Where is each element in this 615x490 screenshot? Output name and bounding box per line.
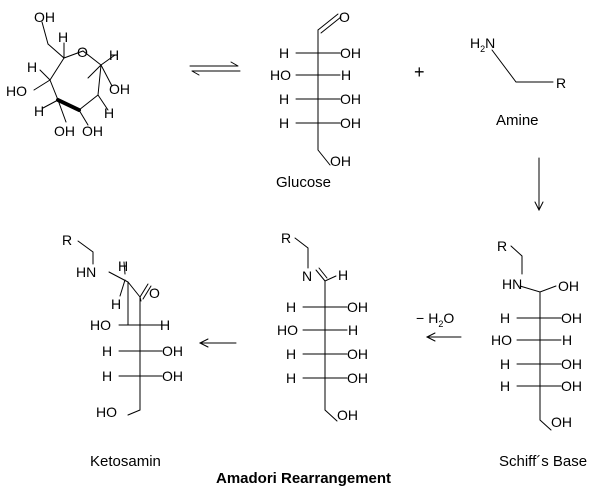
ketosamin: R HN H H O HO H H OH H OH HO Ketosamin bbox=[62, 232, 183, 470]
imine-h-c4: H bbox=[286, 346, 296, 362]
keto-oh-c4: OH bbox=[162, 343, 183, 359]
imine-nitrogen: N bbox=[302, 268, 312, 284]
keto-h-c5: H bbox=[102, 368, 112, 384]
ring-oh-c1: OH bbox=[109, 81, 130, 97]
glucose-caption: Glucose bbox=[276, 174, 331, 191]
ring-ho-c4: HO bbox=[6, 83, 27, 99]
schiff-oh-c1: OH bbox=[558, 278, 579, 294]
imine-h-c3: H bbox=[348, 322, 358, 338]
imine-h-c2: H bbox=[286, 299, 296, 315]
keto-h-c3: H bbox=[160, 317, 170, 333]
glucose-h-c2: H bbox=[279, 45, 289, 61]
ring-oh-c3: OH bbox=[54, 123, 75, 139]
imine: R N H H OH HO H H OH H OH OH bbox=[277, 230, 368, 423]
imine-h-c1: H bbox=[338, 267, 348, 283]
keto-r-group: R bbox=[62, 232, 72, 248]
ring-h-c2: H bbox=[104, 105, 114, 121]
ring-h-c4: H bbox=[27, 59, 37, 75]
keto-h-c1-bottom: H bbox=[111, 296, 121, 312]
ring-oh-top: OH bbox=[34, 9, 55, 25]
keto-carbonyl-o: O bbox=[149, 285, 160, 301]
glucose-h-c3: H bbox=[341, 67, 351, 83]
glucose-oh-c5: OH bbox=[340, 115, 361, 131]
ring-h-c1: H bbox=[109, 47, 119, 63]
schiff-h-c2: H bbox=[500, 310, 510, 326]
keto-ho-c3: HO bbox=[90, 317, 111, 333]
schiffs-base-caption: Schiff´s Base bbox=[499, 453, 587, 470]
glucose-oh-c2: OH bbox=[340, 45, 361, 61]
ring-oxygen: O bbox=[77, 44, 88, 60]
schiff-oh-c6: OH bbox=[551, 414, 572, 430]
keto-ho-c6: HO bbox=[96, 404, 117, 420]
schiff-h-c5: H bbox=[500, 378, 510, 394]
keto-oh-c5: OH bbox=[162, 368, 183, 384]
scheme-title: Amadori Rearrangement bbox=[216, 470, 391, 487]
plus-sign: + bbox=[414, 62, 425, 82]
glucose-aldehyde-o: O bbox=[339, 9, 350, 25]
keto-h-c4: H bbox=[102, 343, 112, 359]
schiff-h-c4: H bbox=[500, 356, 510, 372]
down-arrow bbox=[534, 157, 544, 212]
imine-ho-c3: HO bbox=[277, 322, 298, 338]
schiff-h-c3: H bbox=[562, 332, 572, 348]
glucose-h-c5: H bbox=[279, 115, 289, 131]
water-loss-label: −H2O bbox=[416, 310, 454, 329]
equilibrium-arrows bbox=[189, 61, 241, 76]
imine-r-group: R bbox=[281, 230, 291, 246]
imine-h-c5: H bbox=[286, 370, 296, 386]
glucopyranose-ring: OH O H H OH H HO H OH OH H bbox=[6, 9, 130, 139]
amine-caption: Amine bbox=[496, 112, 539, 129]
schiff-oh-c4: OH bbox=[561, 356, 582, 372]
schiff-hn: HN bbox=[502, 276, 522, 292]
ketosamin-caption: Ketosamin bbox=[90, 453, 161, 470]
schiff-r-group: R bbox=[497, 238, 507, 254]
schiffs-base: R HN OH H OH HO H H OH H OH OH Schiff´s … bbox=[491, 238, 587, 470]
glucose-open-chain: O H OH HO H H OH H OH OH Glucose bbox=[270, 9, 361, 191]
schiff-oh-c5: OH bbox=[561, 378, 582, 394]
left-arrow-schiff-to-imine bbox=[425, 332, 462, 342]
keto-h-c1-top: H bbox=[118, 258, 128, 274]
imine-oh-c6: OH bbox=[337, 407, 358, 423]
schiff-oh-c2: OH bbox=[561, 310, 582, 326]
glucose-oh-c4: OH bbox=[340, 91, 361, 107]
glucose-oh-c6: OH bbox=[330, 153, 351, 169]
glucose-h-c4: H bbox=[279, 91, 289, 107]
imine-oh-c5: OH bbox=[347, 370, 368, 386]
amine-r-group: R bbox=[556, 75, 566, 91]
glucose-ho-c3: HO bbox=[270, 67, 291, 83]
amine: H2N R Amine bbox=[470, 35, 566, 129]
ring-h-c3: H bbox=[34, 103, 44, 119]
imine-oh-c4: OH bbox=[347, 346, 368, 362]
amine-h2n: H2N bbox=[470, 35, 495, 54]
imine-oh-c2: OH bbox=[347, 299, 368, 315]
keto-hn: HN bbox=[76, 264, 96, 280]
ring-h-c5: H bbox=[58, 29, 68, 45]
ring-oh-c2: OH bbox=[82, 123, 103, 139]
schiff-ho-c3: HO bbox=[491, 332, 512, 348]
left-arrow-imine-to-ketosamin bbox=[198, 338, 237, 348]
